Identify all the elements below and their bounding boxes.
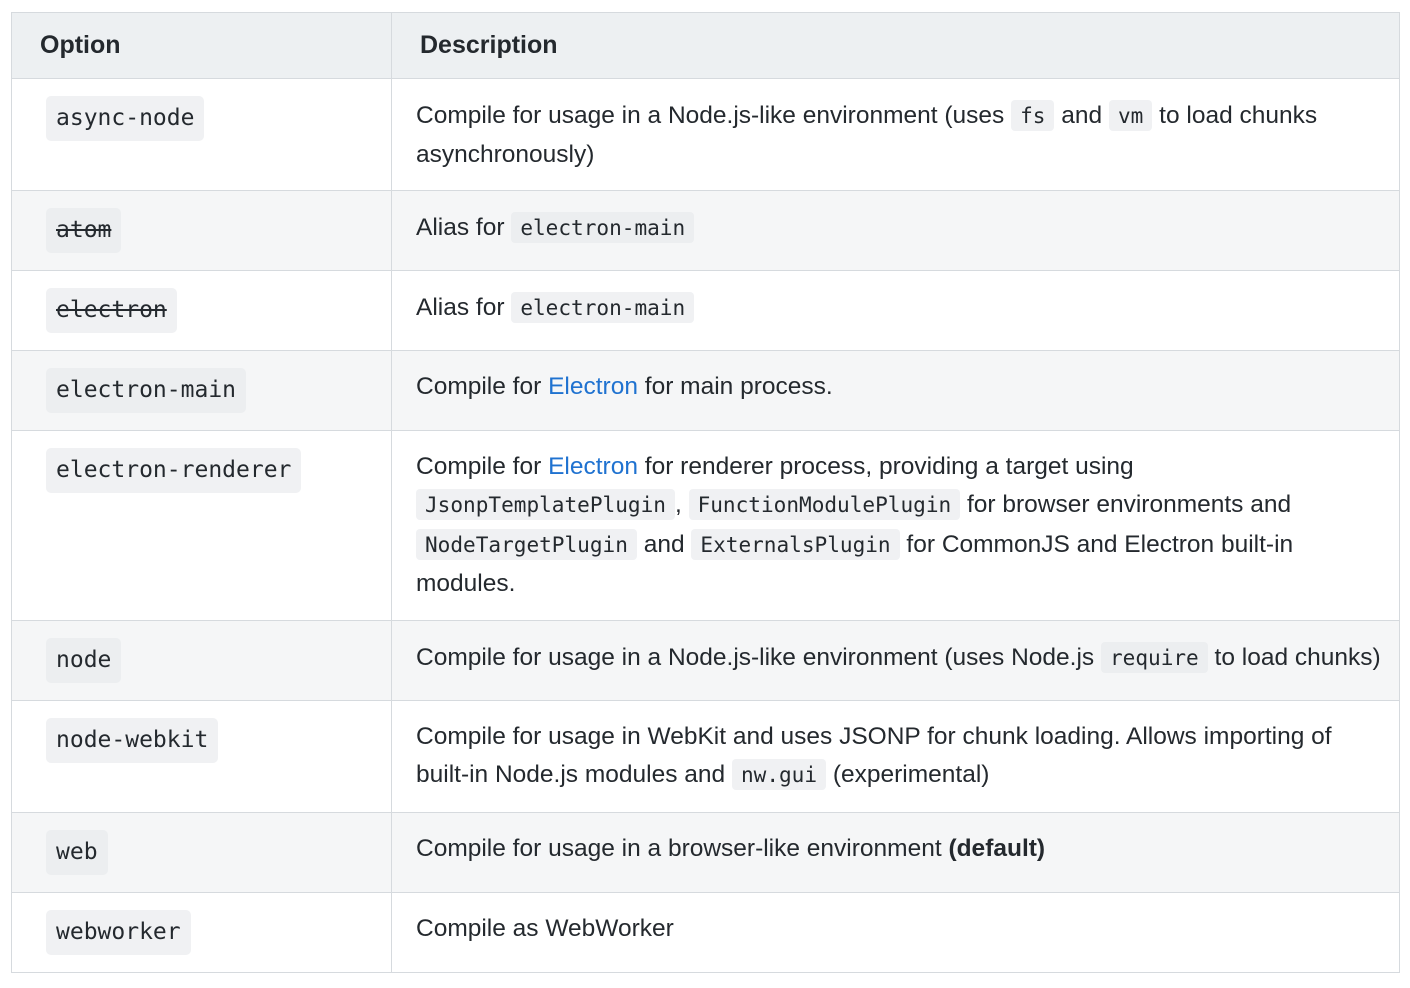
description-text: and [1054, 102, 1109, 129]
inline-code: JsonpTemplatePlugin [416, 489, 675, 521]
inline-code: FunctionModulePlugin [688, 489, 961, 521]
inline-code: fs [1011, 100, 1055, 131]
description-cell: Compile for usage in a browser-like envi… [391, 811, 1400, 893]
external-link[interactable]: Electron [548, 373, 638, 401]
inline-code: require [1100, 641, 1208, 673]
description-text: for CommonJS and Electron built-in modul… [416, 531, 1294, 598]
option-cell: atom [11, 190, 392, 272]
option-cell: webworker [11, 891, 392, 973]
inline-code: NodeTargetPlugin [416, 529, 637, 561]
description-text: Compile for [416, 453, 549, 481]
description-text: for renderer process, providing a target… [637, 453, 1134, 481]
description-text: to load chunks asynchronously) [416, 102, 1318, 169]
description-text: Compile for usage in a Node.js-like envi… [416, 643, 1101, 671]
description-text: Compile for usage in WebKit and uses JSO… [416, 722, 1332, 788]
option-cell: web [11, 811, 392, 893]
description-text: Alias for [416, 214, 512, 242]
inline-code-link[interactable]: nw.gui [731, 758, 827, 790]
external-link[interactable]: Electron [548, 453, 638, 481]
description-text: Alias for [416, 294, 512, 322]
description-cell: Compile for usage in a Node.js-like envi… [391, 619, 1400, 701]
description-cell: Compile for Electron for main process. [391, 350, 1400, 432]
table-row: electron-renderer Compile for Electron fo… [11, 430, 1400, 621]
option-cell: electron [11, 270, 392, 352]
inline-code: electron-main [511, 212, 695, 244]
option-name: electron-main [46, 368, 247, 414]
description-text: Compile as WebWorker [416, 914, 674, 942]
table-row: web Compile for usage in a browser-like e… [11, 811, 1400, 893]
description-text: Compile for usage in a Node.js-like envi… [416, 102, 1012, 129]
description-cell: Alias for electron-main [391, 190, 1400, 272]
inline-code: ExternalsPlugin [691, 529, 900, 561]
description-text: Compile for usage in a browser-like envi… [416, 834, 949, 862]
description-cell: Compile for usage in a Node.js-like envi… [391, 77, 1400, 192]
description-text: , [674, 491, 689, 519]
table-row: electron-main Compile for Electron for ma… [11, 350, 1400, 432]
table-row: atom Alias for electron-main [11, 190, 1400, 272]
description-text: for browser environments and [960, 491, 1292, 519]
description-cell: Compile as WebWorker [391, 891, 1400, 973]
table-row: async-node Compile for usage in a Node.js… [11, 77, 1400, 192]
option-cell: async-node [11, 77, 392, 192]
description-cell: Compile for Electron for renderer proces… [391, 430, 1400, 621]
description-text: (experimental) [826, 760, 990, 788]
table-header-row: Option Description [11, 12, 1400, 79]
default-marker: (default) [948, 834, 1046, 862]
option-cell: node [11, 619, 392, 701]
table-row: electron Alias for electron-main [11, 270, 1400, 352]
description-text: to load chunks) [1207, 643, 1381, 671]
description-text: and [636, 531, 692, 559]
option-cell: electron-renderer [11, 430, 392, 621]
option-name: web [46, 829, 108, 875]
option-name: async-node [46, 96, 205, 141]
option-cell: node-webkit [11, 699, 392, 813]
option-name-deprecated: atom [46, 208, 122, 254]
option-name-deprecated: electron [46, 288, 177, 334]
option-name: node [46, 637, 122, 683]
description-cell: Alias for electron-main [391, 270, 1400, 352]
table-row: webworker Compile as WebWorker [11, 891, 1400, 973]
table-row: node Compile for usage in a Node.js-like … [11, 619, 1400, 701]
option-name: node-webkit [46, 717, 219, 763]
inline-code: vm [1108, 100, 1153, 131]
option-cell: electron-main [11, 350, 392, 432]
option-name: electron-renderer [46, 448, 302, 494]
inline-code: electron-main [511, 292, 695, 324]
column-header-description: Description [391, 12, 1400, 79]
description-text: Compile for [416, 373, 549, 401]
table-row: node-webkit Compile for usage in WebKit a… [11, 699, 1400, 813]
description-cell: Compile for usage in WebKit and uses JSO… [391, 699, 1400, 813]
description-text: for main process. [637, 373, 833, 401]
table-header: Option Description [11, 12, 1400, 79]
option-name: webworker [46, 909, 191, 955]
column-header-option: Option [11, 12, 392, 79]
